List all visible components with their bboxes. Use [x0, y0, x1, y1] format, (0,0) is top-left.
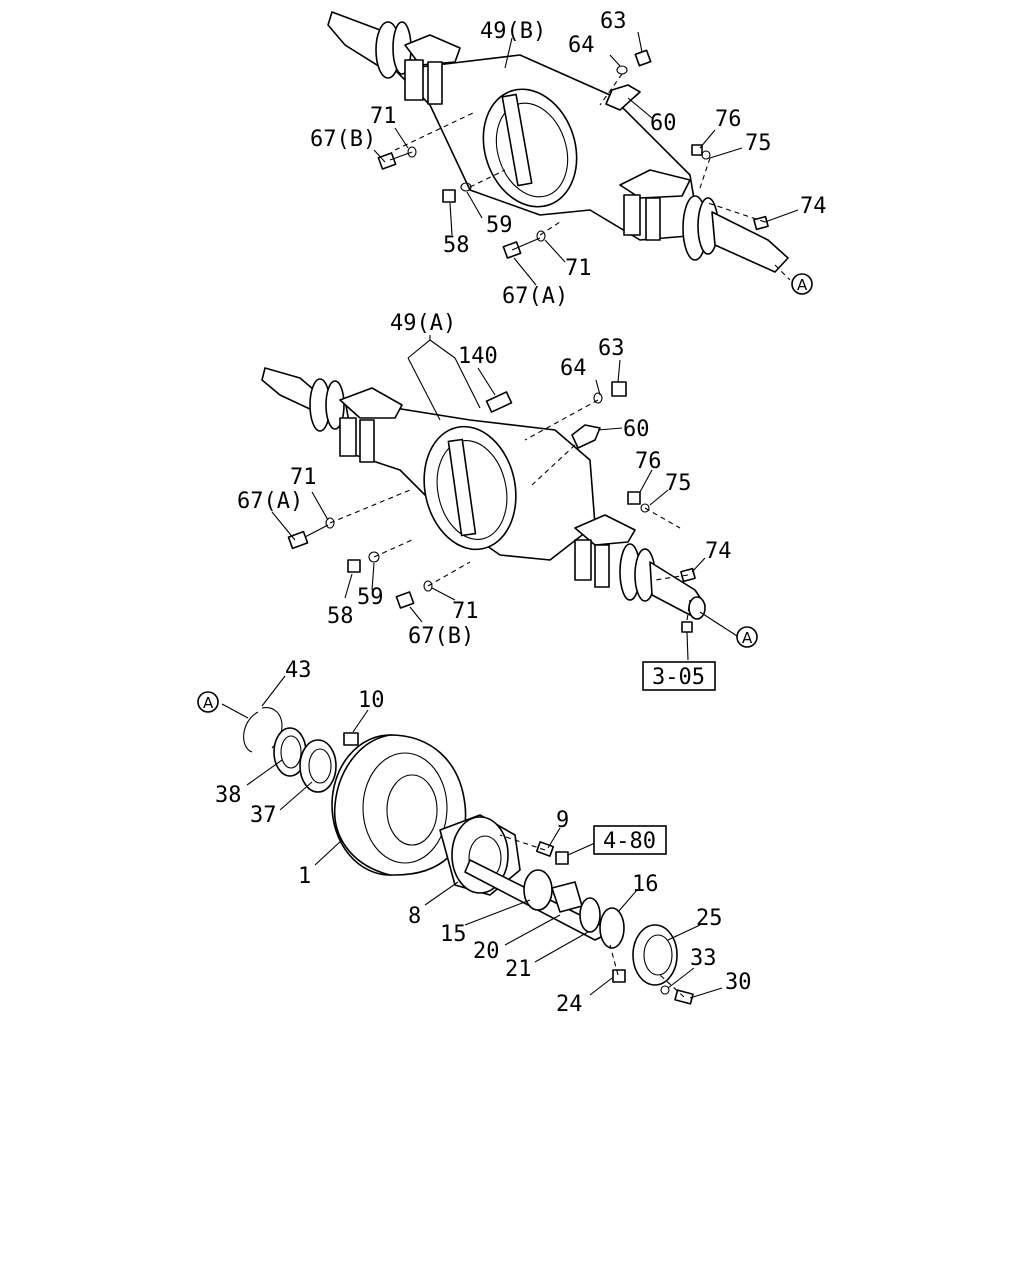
callout-64-middle: 64 — [560, 356, 587, 381]
callout-76-middle: 76 — [635, 449, 662, 474]
ref-box-4-80-label: 4-80 — [603, 829, 656, 854]
connector-a-lower-label: A — [203, 694, 214, 712]
upper-callouts: 49(B) 63 64 60 71 67(B) 76 75 74 58 59 7… — [310, 9, 827, 309]
callout-20-lower: 20 — [473, 939, 500, 964]
callout-16-lower: 16 — [632, 872, 659, 897]
callout-63-middle: 63 — [598, 336, 625, 361]
callout-58-upper: 58 — [443, 233, 470, 258]
callout-30-lower: 30 — [725, 970, 752, 995]
callout-71-upper-right: 71 — [565, 256, 592, 281]
callout-71-middle-right: 71 — [452, 599, 479, 624]
callout-60-upper: 60 — [650, 111, 677, 136]
callout-60-middle: 60 — [623, 417, 650, 442]
callout-38-lower: 38 — [215, 783, 242, 808]
callout-10-lower: 10 — [358, 688, 385, 713]
callout-8-lower: 8 — [408, 904, 421, 929]
callout-43-lower: 43 — [285, 658, 312, 683]
middle-callouts: 49(A) 140 64 63 60 71 67(A) 76 75 74 58 … — [237, 311, 758, 691]
callout-75-upper: 75 — [745, 131, 772, 156]
upper-leader-lines — [373, 31, 799, 286]
callout-15-lower: 15 — [440, 922, 467, 947]
callout-49b-upper: 49(B) — [480, 19, 546, 44]
callout-76-upper: 76 — [715, 107, 742, 132]
callout-33-lower: 33 — [690, 946, 717, 971]
connector-a-middle — [736, 626, 758, 648]
callout-59-middle: 59 — [357, 585, 384, 610]
callout-67a-upper: 67(A) — [502, 284, 568, 309]
callout-59-upper: 59 — [486, 213, 513, 238]
upper-axle-housing — [327, 11, 789, 273]
ref-box-3-05 — [642, 661, 716, 691]
callout-74-middle: 74 — [705, 539, 732, 564]
middle-leader-lines — [271, 335, 738, 661]
callout-71-upper-left: 71 — [370, 104, 397, 129]
callout-58-middle: 58 — [327, 604, 354, 629]
callout-64-upper: 64 — [568, 33, 595, 58]
lower-callouts: A 43 10 38 37 1 9 8 15 16 20 21 25 33 24… — [197, 658, 752, 1017]
callout-74-upper: 74 — [800, 194, 827, 219]
callout-71-middle-left: 71 — [290, 465, 317, 490]
callout-9-lower: 9 — [556, 808, 569, 833]
callout-140-middle: 140 — [458, 344, 498, 369]
lower-hub-assembly — [243, 707, 694, 1005]
connector-a-lower — [197, 691, 219, 713]
ref-box-3-05-label: 3-05 — [652, 665, 705, 690]
callout-75-middle: 75 — [665, 471, 692, 496]
ref-box-4-80 — [593, 825, 667, 855]
callout-37-lower: 37 — [250, 803, 277, 828]
middle-axle-housing — [261, 367, 706, 620]
callout-67b-middle: 67(B) — [408, 624, 474, 649]
callout-21-lower: 21 — [505, 957, 532, 982]
callout-24-lower: 24 — [556, 992, 583, 1017]
connector-a-upper-label: A — [797, 276, 808, 294]
callout-49a-middle: 49(A) — [390, 311, 456, 336]
connector-a-middle-label: A — [742, 629, 753, 647]
callout-25-lower: 25 — [696, 906, 723, 931]
callout-67b-upper: 67(B) — [310, 127, 376, 152]
callout-67a-middle: 67(A) — [237, 489, 303, 514]
connector-a-upper — [791, 273, 813, 295]
callout-63-upper: 63 — [600, 9, 627, 34]
lower-leader-lines — [221, 675, 723, 999]
callout-1-lower: 1 — [298, 864, 311, 889]
